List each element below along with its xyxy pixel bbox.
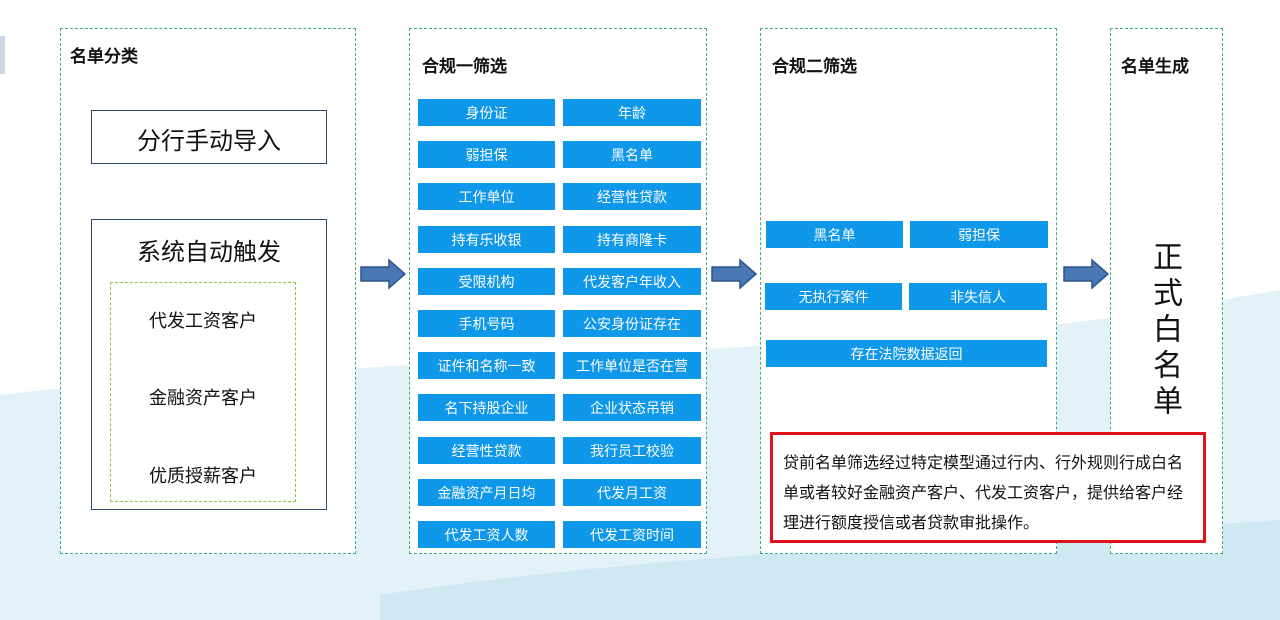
- compliance1-tag: 代发客户年收入: [563, 268, 701, 295]
- compliance1-tag: 黑名单: [563, 141, 701, 168]
- compliance1-panel: 合规一筛选 身份证年龄弱担保黑名单工作单位经营性贷款持有乐收银持有商隆卡受限机构…: [409, 28, 707, 554]
- compliance1-tag: 证件和名称一致: [418, 352, 555, 379]
- flow-arrow-icon: [1063, 258, 1110, 290]
- generation-title: 名单生成: [1121, 57, 1189, 77]
- manual-import-label: 分行手动导入: [137, 127, 281, 155]
- edge-mark: [0, 36, 5, 74]
- compliance1-tag: 代发工资时间: [563, 521, 701, 548]
- manual-import-box: 分行手动导入: [91, 110, 327, 164]
- compliance1-title: 合规一筛选: [422, 57, 507, 77]
- compliance1-tag: 金融资产月日均: [418, 479, 555, 506]
- compliance1-tag: 企业状态吊销: [563, 394, 701, 421]
- final-result-label: 正式白名单: [1147, 241, 1182, 421]
- compliance1-tag: 公安身份证存在: [563, 310, 701, 337]
- compliance2-tag: 黑名单: [766, 221, 903, 248]
- auto-trigger-box: 系统自动触发 代发工资客户 金融资产客户 优质授薪客户: [91, 219, 327, 510]
- description-note: 贷前名单筛选经过特定模型通过行内、行外规则行成白名单或者较好金融资产客户、代发工…: [770, 432, 1206, 543]
- customer-type-item: 优质授薪客户: [149, 466, 257, 487]
- compliance2-tag: 弱担保: [910, 221, 1048, 248]
- compliance1-tag: 工作单位是否在营: [563, 352, 701, 379]
- compliance1-tag: 身份证: [418, 99, 555, 126]
- compliance1-tag: 受限机构: [418, 268, 555, 295]
- compliance1-tag: 经营性贷款: [418, 437, 555, 464]
- compliance2-tag: 无执行案件: [765, 283, 902, 310]
- compliance1-tag: 工作单位: [418, 183, 555, 210]
- compliance2-tag-wide: 存在法院数据返回: [766, 340, 1047, 367]
- compliance1-tag: 经营性贷款: [563, 183, 701, 210]
- compliance1-tag: 我行员工校验: [563, 437, 701, 464]
- compliance1-tag: 名下持股企业: [418, 394, 555, 421]
- flow-arrow-icon: [360, 258, 407, 290]
- customer-type-item: 金融资产客户: [149, 388, 257, 409]
- compliance1-tag: 代发工资人数: [418, 521, 555, 548]
- compliance1-tag: 代发月工资: [563, 479, 701, 506]
- compliance1-tag: 持有乐收银: [418, 226, 555, 253]
- auto-trigger-label: 系统自动触发: [137, 238, 281, 266]
- classification-title: 名单分类: [70, 47, 138, 67]
- compliance1-tag: 弱担保: [418, 141, 555, 168]
- compliance1-tag: 手机号码: [418, 310, 555, 337]
- compliance1-tag: 持有商隆卡: [563, 226, 701, 253]
- compliance1-tag: 年龄: [563, 99, 701, 126]
- customer-type-item: 代发工资客户: [149, 311, 257, 332]
- compliance2-title: 合规二筛选: [772, 57, 857, 77]
- compliance2-tag: 非失信人: [909, 283, 1047, 310]
- flow-arrow-icon: [711, 258, 758, 290]
- customer-types-group: 代发工资客户 金融资产客户 优质授薪客户: [110, 282, 296, 502]
- classification-panel: 名单分类 分行手动导入 系统自动触发 代发工资客户 金融资产客户 优质授薪客户: [60, 28, 356, 554]
